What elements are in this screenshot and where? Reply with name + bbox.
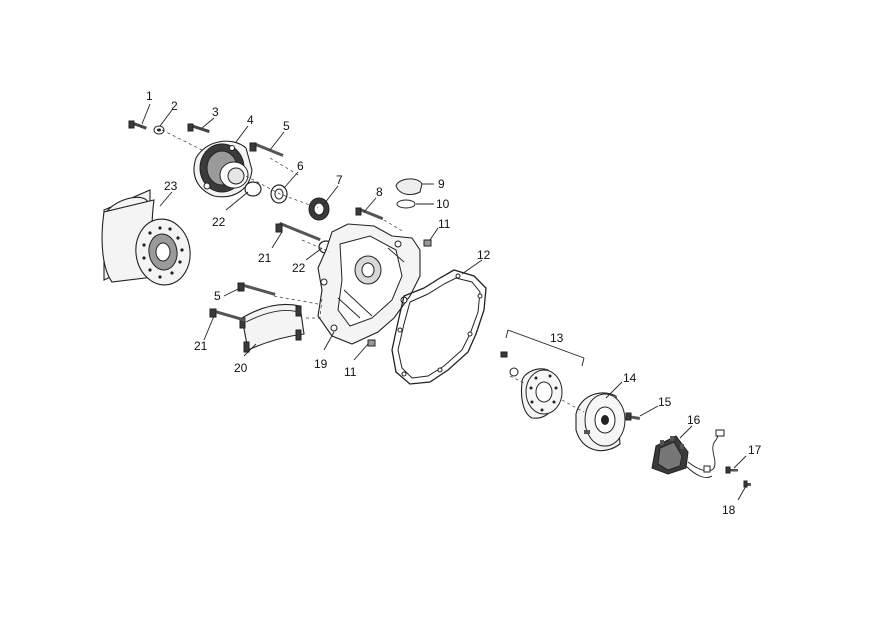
callout-7: 7 — [336, 173, 343, 187]
callout-11-upper: 11 — [438, 217, 451, 231]
callout-23: 23 — [164, 179, 178, 193]
callout-17: 17 — [748, 443, 762, 457]
callout-2: 2 — [171, 99, 178, 113]
callout-15: 15 — [658, 395, 672, 409]
callout-22-upper: 22 — [212, 215, 226, 229]
starter-clutch — [520, 368, 563, 419]
crankcase-cover — [317, 223, 421, 345]
washer-2 — [153, 125, 165, 135]
callout-9: 9 — [438, 177, 445, 191]
leader-lines — [141, 103, 747, 501]
bolt-1 — [128, 120, 147, 130]
callout-5-upper: 5 — [283, 119, 290, 133]
callout-19: 19 — [314, 357, 328, 371]
callout-20: 20 — [234, 361, 248, 375]
screw-17 — [725, 466, 738, 474]
callout-22-lower: 22 — [292, 261, 306, 275]
seal-6 — [270, 184, 288, 204]
spacer — [509, 367, 519, 377]
bolt-21-lower — [209, 308, 246, 322]
bolt-5-upper — [249, 142, 284, 157]
dowel-11-lower — [367, 339, 376, 347]
flywheel-rotor — [575, 392, 626, 452]
oil-filter — [101, 189, 191, 286]
o-ring-22-upper — [244, 181, 262, 197]
assembly-lines — [161, 129, 585, 413]
bolt-21-upper — [275, 221, 321, 242]
callout-labels: 1 2 3 4 5 5 6 7 8 9 10 11 11 12 13 14 15… — [146, 89, 762, 517]
callout-5-lower: 5 — [214, 289, 221, 303]
callout-8: 8 — [376, 185, 383, 199]
bolt-8 — [355, 207, 384, 221]
callout-6: 6 — [297, 159, 304, 173]
bolt-15 — [625, 412, 641, 421]
callout-12: 12 — [477, 248, 491, 262]
callout-13: 13 — [550, 331, 564, 345]
callout-10: 10 — [436, 197, 450, 211]
callout-21-upper: 21 — [258, 251, 272, 265]
dowel-11-upper — [423, 239, 432, 247]
callout-3: 3 — [212, 105, 219, 119]
filter-housing — [193, 140, 253, 198]
callout-11-lower: 11 — [344, 365, 357, 379]
callout-21-lower: 21 — [194, 339, 208, 353]
bolt-5-lower — [237, 282, 276, 296]
key-pin — [500, 351, 508, 358]
callout-18: 18 — [722, 503, 736, 517]
callout-14: 14 — [623, 371, 637, 385]
stator-assembly — [651, 429, 725, 478]
breather-cover — [239, 303, 305, 353]
gasket — [391, 269, 487, 385]
plug-9 — [395, 178, 423, 195]
callout-1: 1 — [146, 89, 153, 103]
callout-4: 4 — [247, 113, 254, 127]
callout-16: 16 — [687, 413, 701, 427]
screw-18 — [743, 480, 751, 488]
bolt-3 — [187, 123, 210, 133]
o-ring-10 — [396, 199, 416, 209]
